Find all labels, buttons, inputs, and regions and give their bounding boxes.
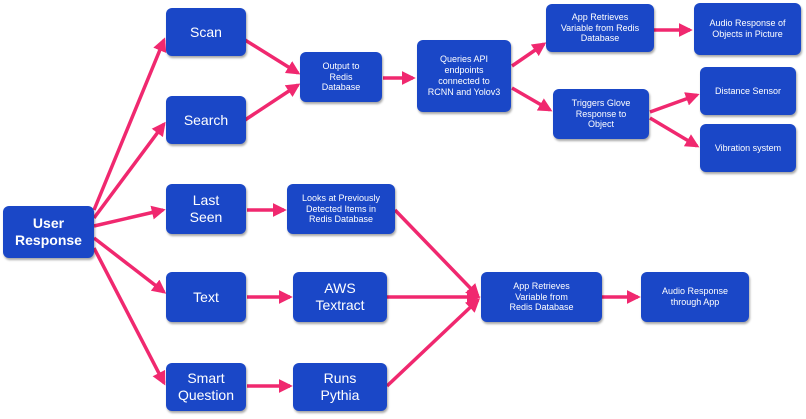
node-app-retrieves-bottom: App Retrieves Variable from Redis Databa…	[481, 272, 602, 322]
arrow-queries-to-app-retrieves-top	[511, 42, 547, 68]
node-looks-previously-label: Looks at Previously Detected Items in Re…	[301, 192, 381, 225]
node-looks-previously: Looks at Previously Detected Items in Re…	[287, 184, 395, 234]
node-search: Search	[166, 96, 246, 144]
node-app-retrieves-bottom-label: App Retrieves Variable from Redis Databa…	[509, 280, 574, 313]
node-last-seen-label: Last Seen	[189, 192, 223, 225]
node-runs-pythia: Runs Pythia	[293, 363, 387, 411]
node-audio-app: Audio Response through App	[641, 272, 749, 322]
node-scan-label: Scan	[190, 23, 222, 40]
node-aws-textract: AWS Textract	[293, 272, 387, 322]
node-user-response-label: User Response	[15, 215, 82, 248]
node-smart-question-label: Smart Question	[177, 370, 235, 403]
node-distance-sensor: Distance Sensor	[700, 67, 796, 115]
node-output-redis-label: Output to Redis Database	[321, 60, 361, 93]
node-text: Text	[166, 272, 246, 322]
arrow-user-to-search	[92, 121, 166, 220]
node-triggers-glove-label: Triggers Glove Response to Object	[571, 97, 631, 130]
arrow-user-to-scan	[92, 37, 167, 211]
node-aws-textract-label: AWS Textract	[315, 280, 365, 313]
arrow-queries-to-triggers-glove	[511, 86, 553, 112]
arrow-scan-to-output	[244, 38, 301, 75]
node-output-redis: Output to Redis Database	[300, 52, 382, 102]
node-audio-app-label: Audio Response through App	[661, 286, 729, 307]
node-vibration-system: Vibration system	[700, 124, 796, 172]
arrow-looks-to-app-retrieves-bottom	[393, 208, 480, 299]
node-audio-objects: Audio Response of Objects in Picture	[694, 3, 801, 55]
node-scan: Scan	[166, 8, 246, 56]
arrow-glove-to-distance	[649, 92, 700, 114]
arrow-user-to-smart-question	[92, 247, 166, 386]
node-queries-api: Queries API endpoints connected to RCNN …	[417, 40, 511, 112]
node-audio-objects-label: Audio Response of Objects in Picture	[709, 18, 786, 39]
node-last-seen: Last Seen	[166, 184, 246, 234]
arrow-glove-to-vibration	[649, 116, 700, 148]
node-user-response: User Response	[3, 206, 94, 258]
arrow-user-to-text	[92, 236, 167, 294]
node-app-retrieves-top: App Retrieves Variable from Redis Databa…	[546, 4, 654, 52]
node-search-label: Search	[183, 111, 229, 128]
node-queries-api-label: Queries API endpoints connected to RCNN …	[427, 54, 501, 97]
node-text-label: Text	[193, 288, 219, 305]
node-smart-question: Smart Question	[166, 363, 246, 411]
arrow-search-to-output	[244, 83, 301, 122]
arrow-user-to-last-seen	[93, 205, 166, 228]
node-vibration-system-label: Vibration system	[714, 142, 782, 153]
node-app-retrieves-top-label: App Retrieves Variable from Redis Databa…	[560, 11, 640, 44]
node-distance-sensor-label: Distance Sensor	[714, 85, 782, 96]
node-runs-pythia-label: Runs Pythia	[320, 370, 360, 403]
arrow-pythia-to-app-retrieves-bottom	[385, 298, 481, 388]
node-triggers-glove: Triggers Glove Response to Object	[553, 89, 649, 139]
